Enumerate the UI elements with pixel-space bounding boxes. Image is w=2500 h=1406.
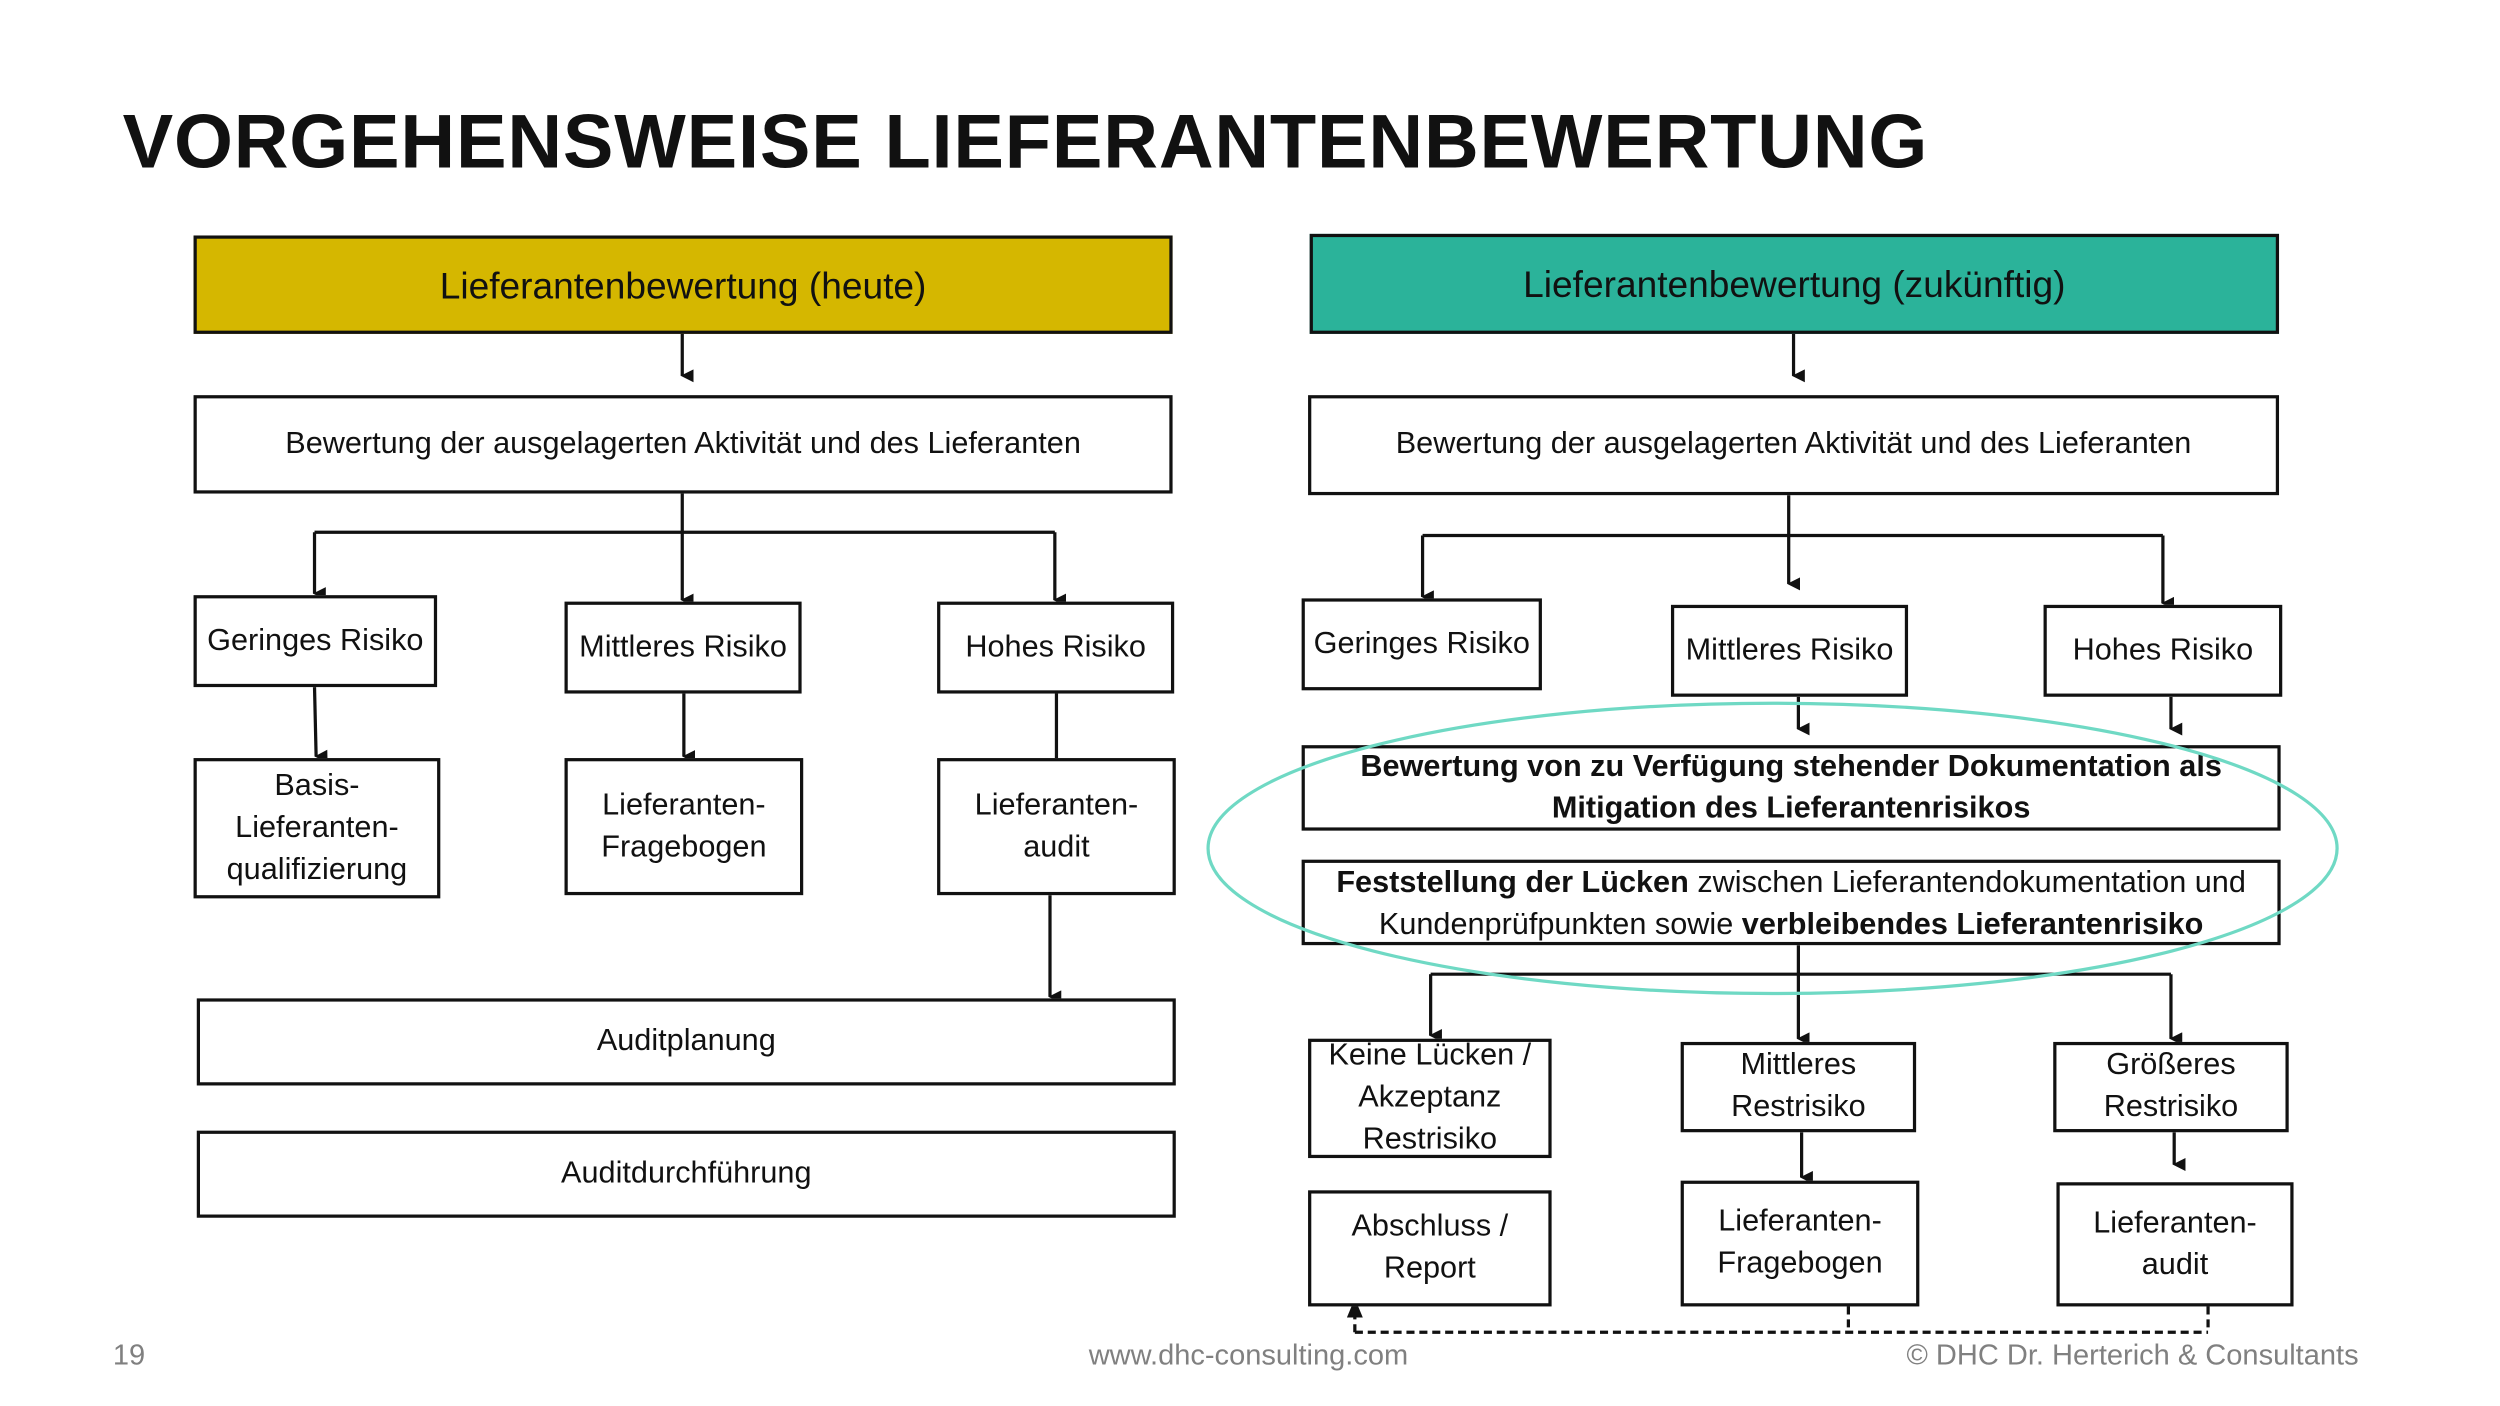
right-risk-high: Hohes Risiko bbox=[2043, 604, 2283, 697]
right-assessment-box: Bewertung der ausgelagerten Aktivität un… bbox=[1308, 395, 2280, 496]
residual-mid: Mittleres Restrisiko bbox=[1680, 1041, 1917, 1133]
page-title: VORGEHENSWEISE LIEFERANTENBEWERTUNG bbox=[122, 98, 1929, 184]
arrow-left-basis bbox=[312, 687, 328, 763]
left-action-basis: Basis-Lieferanten-qualifizierung bbox=[193, 758, 441, 899]
left-action-audit: Lieferanten-audit bbox=[937, 758, 1176, 896]
gaps-bold-1: Feststellung der Lücken bbox=[1336, 866, 1689, 900]
left-risk-low: Geringes Risiko bbox=[193, 595, 438, 688]
residual-high: Größeres Restrisiko bbox=[2053, 1041, 2289, 1133]
footer-url[interactable]: www.dhc-consulting.com bbox=[1088, 1338, 1409, 1371]
left-action-fragebogen: Lieferanten-Fragebogen bbox=[564, 758, 804, 896]
left-risk-high: Hohes Risiko bbox=[937, 601, 1175, 694]
left-risk-mid: Mittleres Risiko bbox=[564, 601, 802, 694]
right-risk-mid: Mittleres Risiko bbox=[1670, 604, 1909, 697]
audit-execution-box: Auditdurchführung bbox=[196, 1130, 1176, 1218]
page-number: 19 bbox=[112, 1338, 146, 1371]
gaps-box: Feststellung der Lücken zwischen Liefera… bbox=[1301, 859, 2281, 946]
right-action-fragebogen: Lieferanten-Fragebogen bbox=[1680, 1180, 1920, 1307]
header-future: Lieferantenbewertung (zukünftig) bbox=[1309, 233, 2280, 334]
right-risk-low: Geringes Risiko bbox=[1301, 598, 1542, 691]
residual-none: Keine Lücken / Akzeptanz Restrisiko bbox=[1308, 1038, 1552, 1159]
left-assessment-box: Bewertung der ausgelagerten Aktivität un… bbox=[193, 395, 1173, 494]
header-today: Lieferantenbewertung (heute) bbox=[193, 235, 1173, 334]
right-action-audit: Lieferanten-audit bbox=[2056, 1182, 2294, 1307]
audit-planning-box: Auditplanung bbox=[196, 998, 1176, 1086]
footer-copyright: © DHC Dr. Herterich & Consultants bbox=[1906, 1338, 2359, 1371]
action-report: Abschluss / Report bbox=[1308, 1190, 1552, 1307]
gaps-bold-2: verbleibendes Lieferantenrisiko bbox=[1741, 908, 2204, 942]
documentation-box: Bewertung von zu Verfügung stehender Dok… bbox=[1301, 745, 2281, 831]
